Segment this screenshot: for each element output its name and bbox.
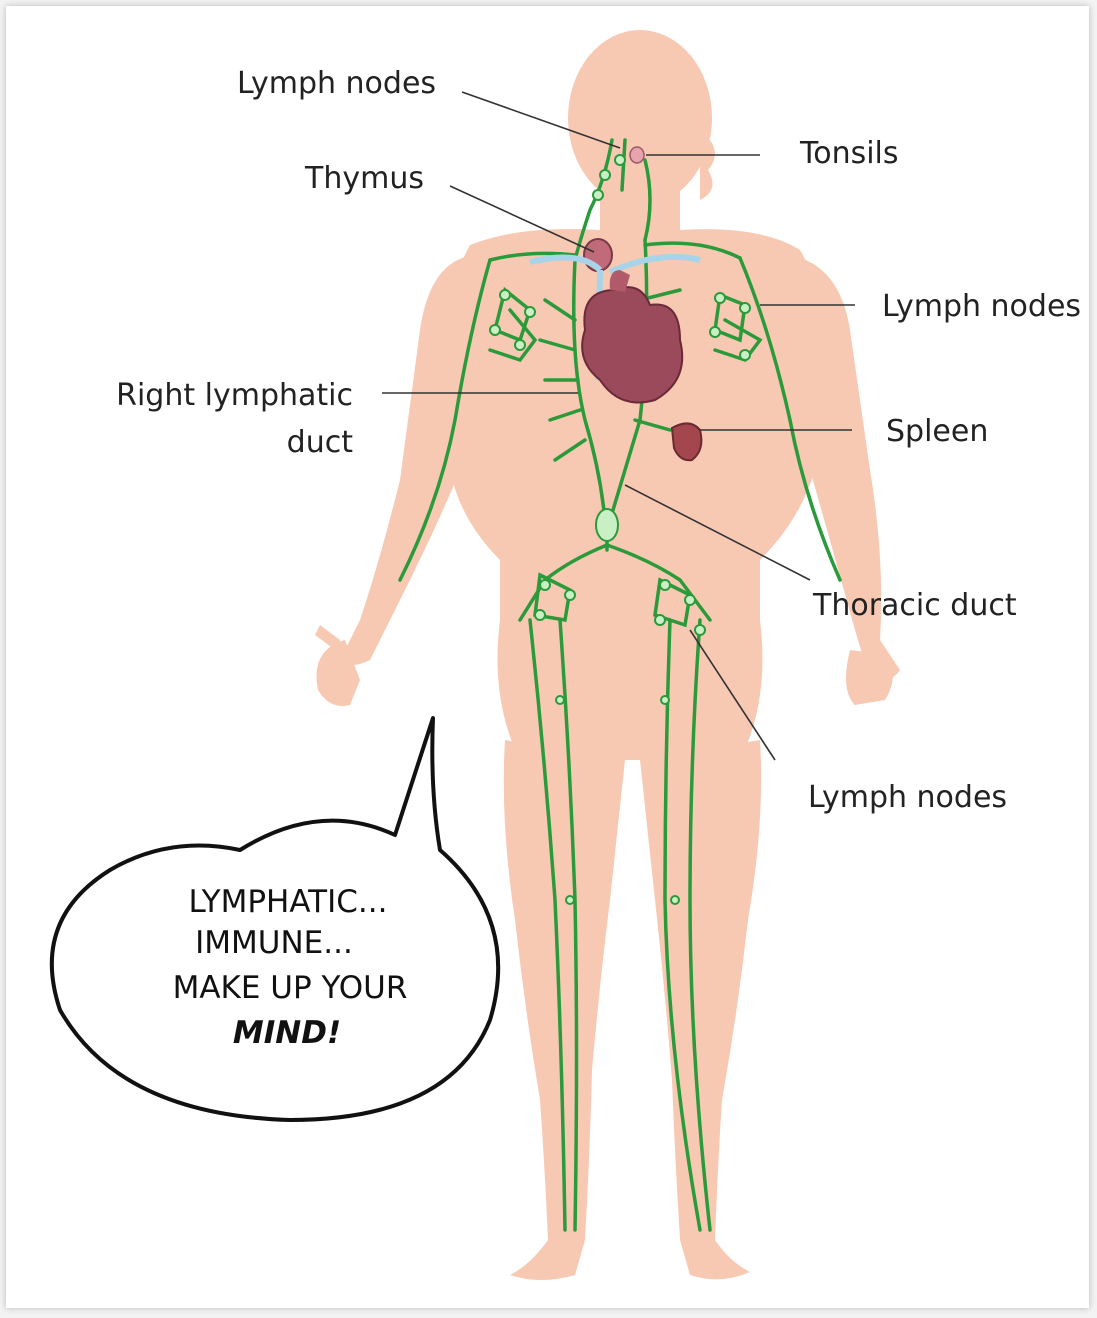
bubble-line-3: MAKE UP YOUR — [173, 970, 408, 1006]
bubble-line-2: IMMUNE... — [195, 925, 353, 961]
label-thymus: Thymus — [304, 161, 424, 196]
label-lymph-nodes-neck: Lymph nodes — [237, 66, 436, 101]
bubble-line-1: LYMPHATIC... — [189, 884, 388, 920]
tonsils-organ — [630, 147, 644, 163]
label-tonsils: Tonsils — [799, 136, 899, 171]
label-right-lymphatic-duct-line1: Right lymphatic — [116, 378, 353, 413]
bubble-line-4: MIND! — [233, 1015, 341, 1051]
label-lymph-nodes-leg: Lymph nodes — [808, 780, 1007, 815]
label-thoracic-duct: Thoracic duct — [812, 588, 1017, 623]
speech-bubble: LYMPHATIC... IMMUNE... MAKE UP YOUR MIND… — [52, 718, 498, 1120]
label-spleen: Spleen — [886, 414, 988, 449]
label-right-lymphatic-duct-line2: duct — [287, 425, 354, 460]
label-lymph-nodes-arm: Lymph nodes — [882, 289, 1081, 324]
